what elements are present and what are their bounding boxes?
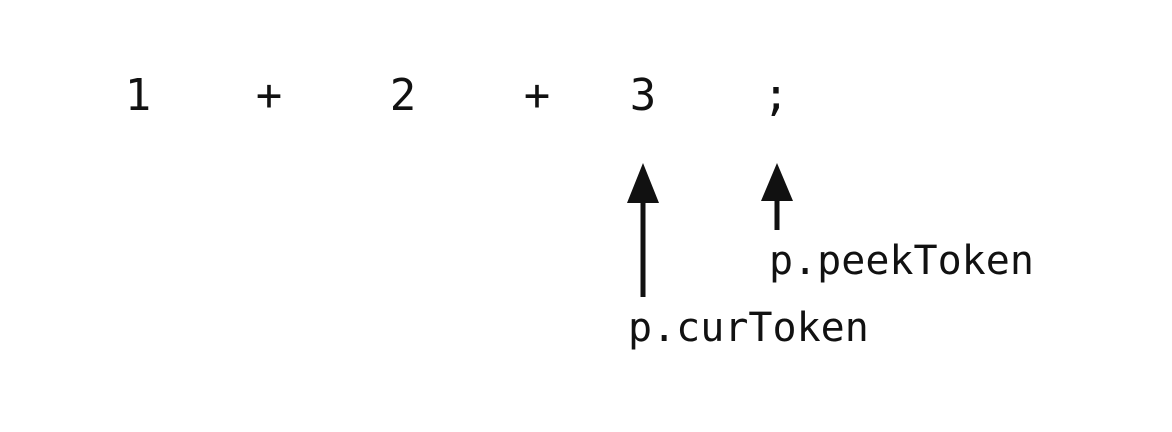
token-2: 2 — [389, 70, 417, 121]
peek-token-arrowhead — [761, 163, 793, 201]
token-semicolon: ; — [762, 70, 790, 121]
peek-token-arrow — [761, 163, 793, 230]
peek-token-label: p.peekToken — [769, 238, 1034, 284]
cur-token-arrow — [627, 163, 659, 297]
cur-token-label: p.curToken — [628, 305, 869, 351]
cur-token-arrowhead — [627, 163, 659, 203]
token-plus-1: + — [255, 70, 283, 121]
token-3: 3 — [629, 70, 657, 121]
token-plus-2: + — [523, 70, 551, 121]
token-1: 1 — [124, 70, 152, 121]
